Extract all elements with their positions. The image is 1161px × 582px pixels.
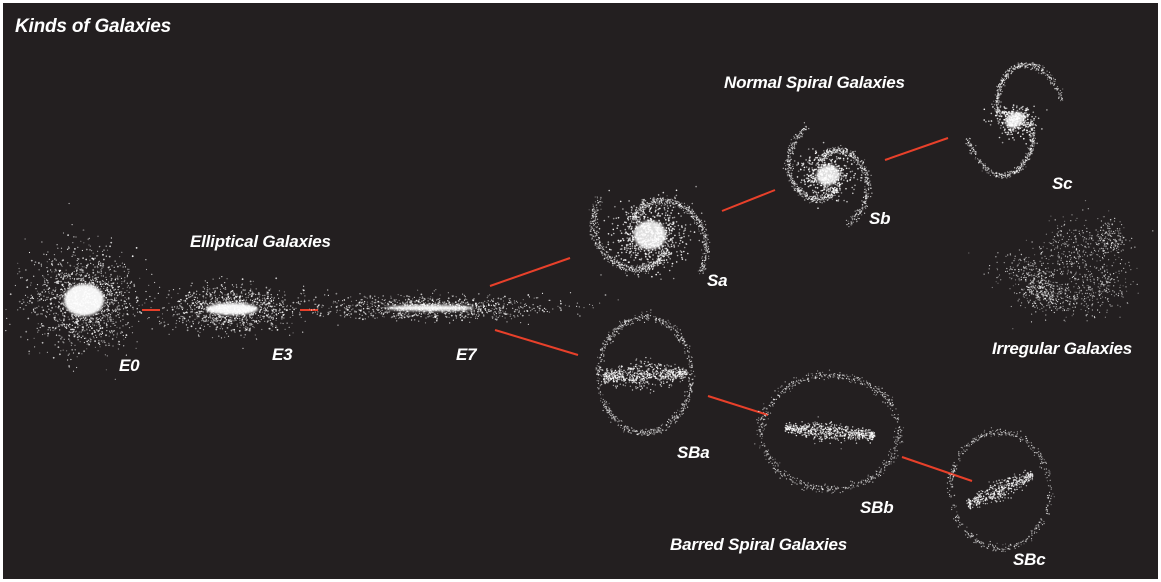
label-e3: E3: [272, 345, 293, 364]
diagram-title: Kinds of Galaxies: [15, 16, 172, 37]
connector-e7-sba: [494, 329, 579, 356]
galaxy-sbc: [946, 427, 1055, 553]
connector-sbb-sbc: [901, 456, 973, 482]
galaxy-sc: [965, 61, 1064, 179]
connector-sba-sbb: [707, 395, 769, 416]
galaxy-e0: [5, 202, 170, 380]
label-sc: Sc: [1052, 174, 1073, 193]
label-irregular-galaxies: Irregular Galaxies: [992, 339, 1133, 358]
galaxy-shapes: [5, 61, 1154, 553]
label-sbb: SBb: [860, 498, 894, 517]
label-sb: Sb: [869, 209, 891, 228]
label-sba: SBa: [677, 443, 710, 462]
label-normal-spiral-galaxies: Normal Spiral Galaxies: [724, 73, 905, 92]
galaxy-e7: [219, 289, 652, 326]
label-sbc: SBc: [1013, 550, 1046, 569]
label-e0: E0: [119, 356, 140, 375]
galaxy-sbb: [754, 369, 905, 494]
label-barred-spiral-galaxies: Barred Spiral Galaxies: [670, 535, 848, 554]
galaxy-irregular: [968, 200, 1154, 330]
connector-sa-sb: [721, 189, 776, 212]
galaxy-sb: [782, 122, 873, 228]
label-elliptical-galaxies: Elliptical Galaxies: [190, 232, 331, 251]
galaxy-sba: [595, 311, 696, 436]
connector-e7-sa: [489, 257, 571, 287]
label-e7: E7: [456, 345, 477, 364]
connector-sb-sc: [884, 137, 949, 161]
galaxy-sa: [588, 185, 711, 281]
diagram-background: [3, 3, 1158, 579]
label-sa: Sa: [707, 271, 728, 290]
galaxy-e3: [139, 276, 329, 357]
connector-lines: [142, 137, 973, 482]
